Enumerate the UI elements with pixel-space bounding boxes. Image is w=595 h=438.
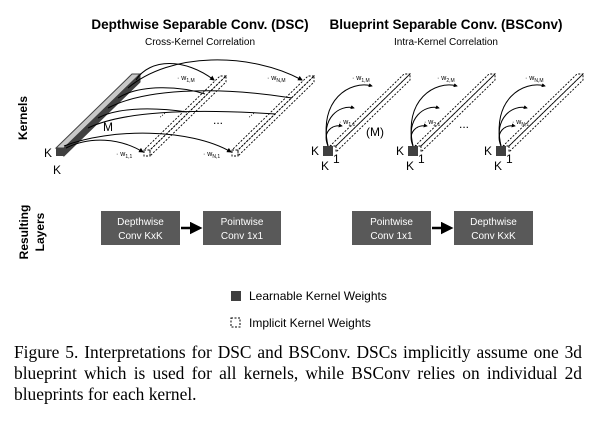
legend-implicit-label: Implicit Kernel Weights — [249, 316, 371, 330]
bsconv-weight-n1: · wN,1 — [512, 119, 529, 128]
bsconv-one-1: 1 — [333, 152, 340, 166]
figure-diagram: Depthwise Separable Conv. (DSC) Cross-Ke… — [16, 17, 585, 330]
bsconv-depthwise-box: Depthwise Conv KxK — [454, 211, 533, 245]
bsconv-k-1: K — [311, 144, 319, 158]
dsc-size-m: M — [103, 120, 113, 134]
bsconv-learnable-blueprint-n — [496, 146, 506, 156]
row-label-layers: Layers — [33, 212, 47, 251]
dsc-implicit-kernel-1 — [142, 74, 228, 158]
bsconv-weight-nm: · wN,M — [525, 75, 544, 84]
dsc-subtitle: Cross-Kernel Correlation — [145, 37, 255, 48]
dsc-learnable-blueprint — [54, 72, 142, 158]
svg-text:Depthwise: Depthwise — [470, 217, 517, 228]
bsconv-one-n: 1 — [506, 152, 513, 166]
bsconv-weight-1m: · w1,M — [352, 75, 370, 84]
dsc-pointwise-box: Pointwise Conv 1x1 — [203, 211, 281, 245]
bsconv-learnable-blueprint-1 — [323, 146, 333, 156]
svg-text:Pointwise: Pointwise — [221, 217, 264, 228]
bsconv-weight-21: · w2,1 — [424, 119, 441, 128]
bsconv-k-nb: K — [494, 159, 502, 173]
dsc-weight-11: · w1,1 — [116, 151, 133, 160]
dsc-weight-nm: · wN,M — [267, 75, 286, 84]
dsc-size-k-left: K — [44, 146, 52, 160]
dsc-size-k-bottom: K — [53, 163, 61, 177]
dsc-ellipsis: ... — [213, 113, 223, 127]
svg-text:Conv KxK: Conv KxK — [471, 231, 516, 242]
svg-text:Conv KxK: Conv KxK — [118, 231, 163, 242]
dsc-depthwise-box: Depthwise Conv KxK — [101, 211, 180, 245]
bsconv-k-2: K — [396, 144, 404, 158]
svg-text:Conv 1x1: Conv 1x1 — [370, 231, 413, 242]
legend-learnable-swatch — [231, 291, 241, 301]
bsconv-kernel-1 — [323, 72, 412, 156]
dsc-implicit-kernel-n — [230, 74, 316, 158]
row-label-kernels: Kernels — [16, 96, 30, 140]
bsconv-ellipsis: ... — [459, 117, 469, 131]
bsconv-kernel-n — [496, 72, 585, 156]
row-label-resulting: Resulting — [17, 205, 31, 260]
legend-implicit-swatch — [230, 317, 241, 328]
bsconv-k-n: K — [484, 144, 492, 158]
dsc-title: Depthwise Separable Conv. (DSC) — [91, 17, 308, 32]
bsconv-k-2b: K — [406, 159, 414, 173]
figure-caption: Figure 5. Interpretations for DSC and BS… — [14, 342, 582, 404]
dsc-weight-n1: · wN,1 — [203, 151, 220, 160]
bsconv-size-m: (M) — [366, 125, 384, 139]
bsconv-weight-11: · w1,1 — [339, 119, 356, 128]
svg-text:Depthwise: Depthwise — [117, 217, 164, 228]
bsconv-kernel-2 — [408, 72, 497, 156]
bsconv-learnable-blueprint-2 — [408, 146, 418, 156]
bsconv-title: Blueprint Separable Conv. (BSConv) — [329, 17, 562, 32]
svg-text:Pointwise: Pointwise — [370, 217, 413, 228]
bsconv-subtitle: Intra-Kernel Correlation — [394, 37, 498, 48]
bsconv-weight-2m: · w2,M — [437, 75, 455, 84]
bsconv-one-2: 1 — [418, 152, 425, 166]
svg-text:Conv 1x1: Conv 1x1 — [221, 231, 264, 242]
bsconv-pointwise-box: Pointwise Conv 1x1 — [352, 211, 431, 245]
bsconv-k-1b: K — [321, 159, 329, 173]
dsc-arrows — [63, 59, 303, 153]
legend-learnable-label: Learnable Kernel Weights — [249, 289, 387, 303]
dsc-vdots-2: ... — [244, 107, 256, 119]
dsc-weight-1m: · w1,M — [177, 75, 195, 84]
